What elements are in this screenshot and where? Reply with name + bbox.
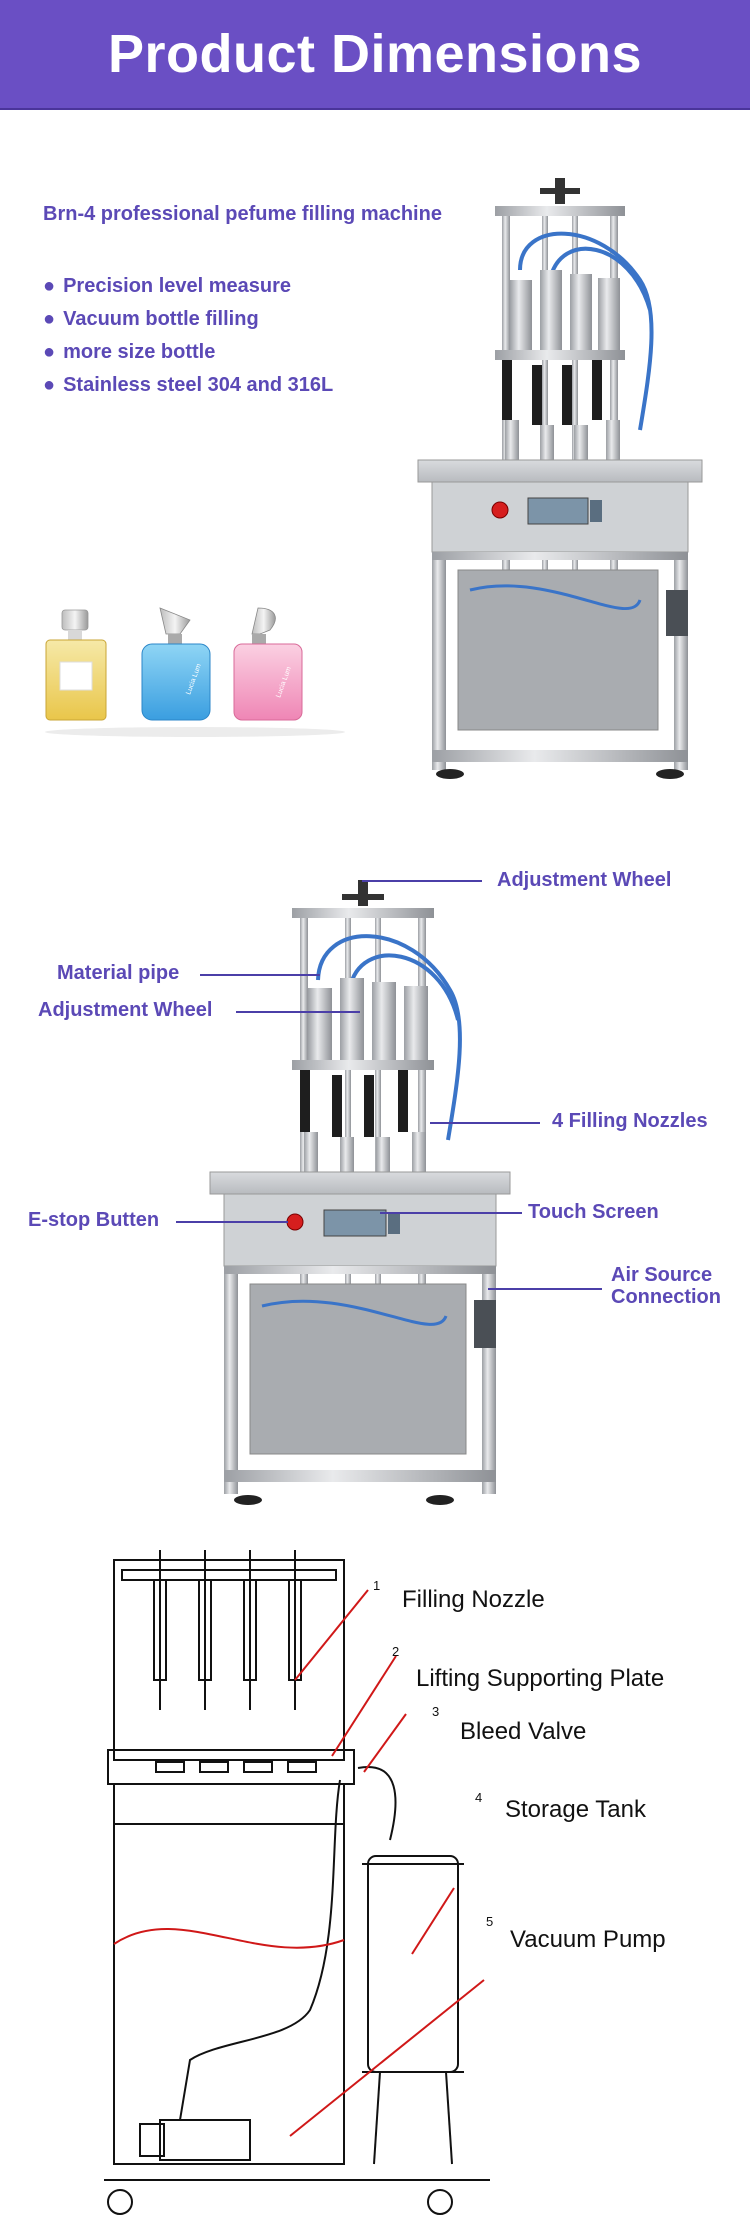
yellow-bottle-icon: [45, 609, 107, 721]
bottle-shadow: [45, 727, 345, 737]
callout-material-pipe: Material pipe: [57, 962, 180, 984]
blue-bottle-icon: Lucia Lum: [141, 607, 211, 721]
leader-line: [176, 1221, 288, 1223]
feature-item: ●Stainless steel 304 and 316L: [43, 374, 334, 396]
leader-line: [430, 1122, 540, 1124]
schematic-diagram: [104, 1550, 490, 2215]
leader-line: [236, 1011, 360, 1013]
feature-item: ●Precision level measure: [43, 275, 292, 297]
label-number: 1: [373, 1578, 381, 1593]
callout-adjustment-wheel-left: Adjustment Wheel: [38, 999, 213, 1021]
leader-line: [362, 880, 482, 882]
callout-estop: E-stop Butten: [28, 1209, 160, 1231]
callout-adjustment-wheel-top: Adjustment Wheel: [497, 869, 672, 891]
callout-filling-nozzles: 4 Filling Nozzles: [552, 1110, 708, 1132]
callout-touch-screen: Touch Screen: [528, 1201, 659, 1223]
callout-air-source: Air Source: [611, 1264, 713, 1286]
header-banner: Product Dimensions: [0, 0, 750, 110]
label-number: 5: [486, 1914, 494, 1929]
machine-photo-1: [417, 178, 703, 779]
leader-line: [200, 974, 320, 976]
feature-list: ●Precision level measure ●Vacuum bottle …: [43, 270, 333, 402]
bullet-icon: ●: [43, 275, 56, 297]
pink-bottle-icon: Lucia Lum: [233, 607, 303, 721]
diagram-label-filling-nozzle: Filling Nozzle: [402, 1586, 545, 1613]
leader-line: [488, 1288, 602, 1290]
diagram-label-vacuum-pump: Vacuum Pump: [510, 1926, 666, 1953]
label-number: 3: [432, 1704, 440, 1719]
diagram-label-bleed-valve: Bleed Valve: [460, 1718, 587, 1745]
label-number: 2: [392, 1644, 400, 1659]
bullet-icon: ●: [43, 308, 56, 330]
diagram-label-lifting-supporting-plate: Lifting Supporting Plate: [416, 1665, 665, 1692]
callout-air-source-connection: Connection: [611, 1286, 721, 1308]
product-title: Brn-4 professional pefume filling machin…: [43, 203, 442, 225]
diagram-label-storage-tank: Storage Tank: [505, 1796, 646, 1823]
machine-photo-2: [209, 880, 511, 1505]
bullet-icon: ●: [43, 341, 56, 363]
perfume-bottles-image: Lucia Lum Lucia Lum: [45, 607, 345, 737]
page-title: Product Dimensions: [107, 24, 643, 84]
leader-line: [380, 1212, 522, 1214]
bullet-icon: ●: [43, 374, 56, 396]
feature-item: ●more size bottle: [43, 341, 216, 363]
feature-item: ●Vacuum bottle filling: [43, 308, 259, 330]
label-number: 4: [475, 1790, 483, 1805]
